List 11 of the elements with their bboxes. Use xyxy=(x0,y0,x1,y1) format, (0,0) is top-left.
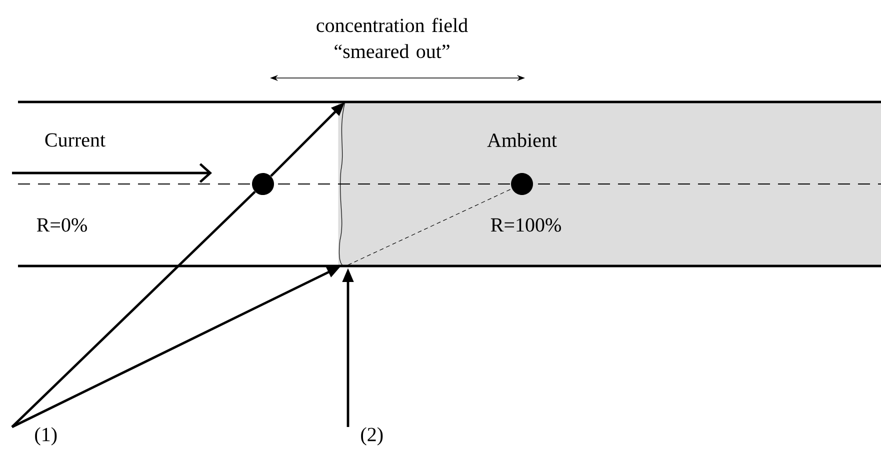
label: Current xyxy=(45,133,106,147)
point-marker xyxy=(511,173,533,195)
label: concentration field “smeared out” xyxy=(316,18,468,58)
point-marker xyxy=(252,173,274,195)
region-label: Ambient xyxy=(487,132,557,148)
callout-number: (2) xyxy=(361,427,383,446)
label: R=0% xyxy=(36,218,87,232)
connector-line xyxy=(348,188,512,266)
connector-line xyxy=(11,190,256,428)
region-label: R=100% xyxy=(490,218,561,232)
callout-number: (1) xyxy=(35,427,57,446)
